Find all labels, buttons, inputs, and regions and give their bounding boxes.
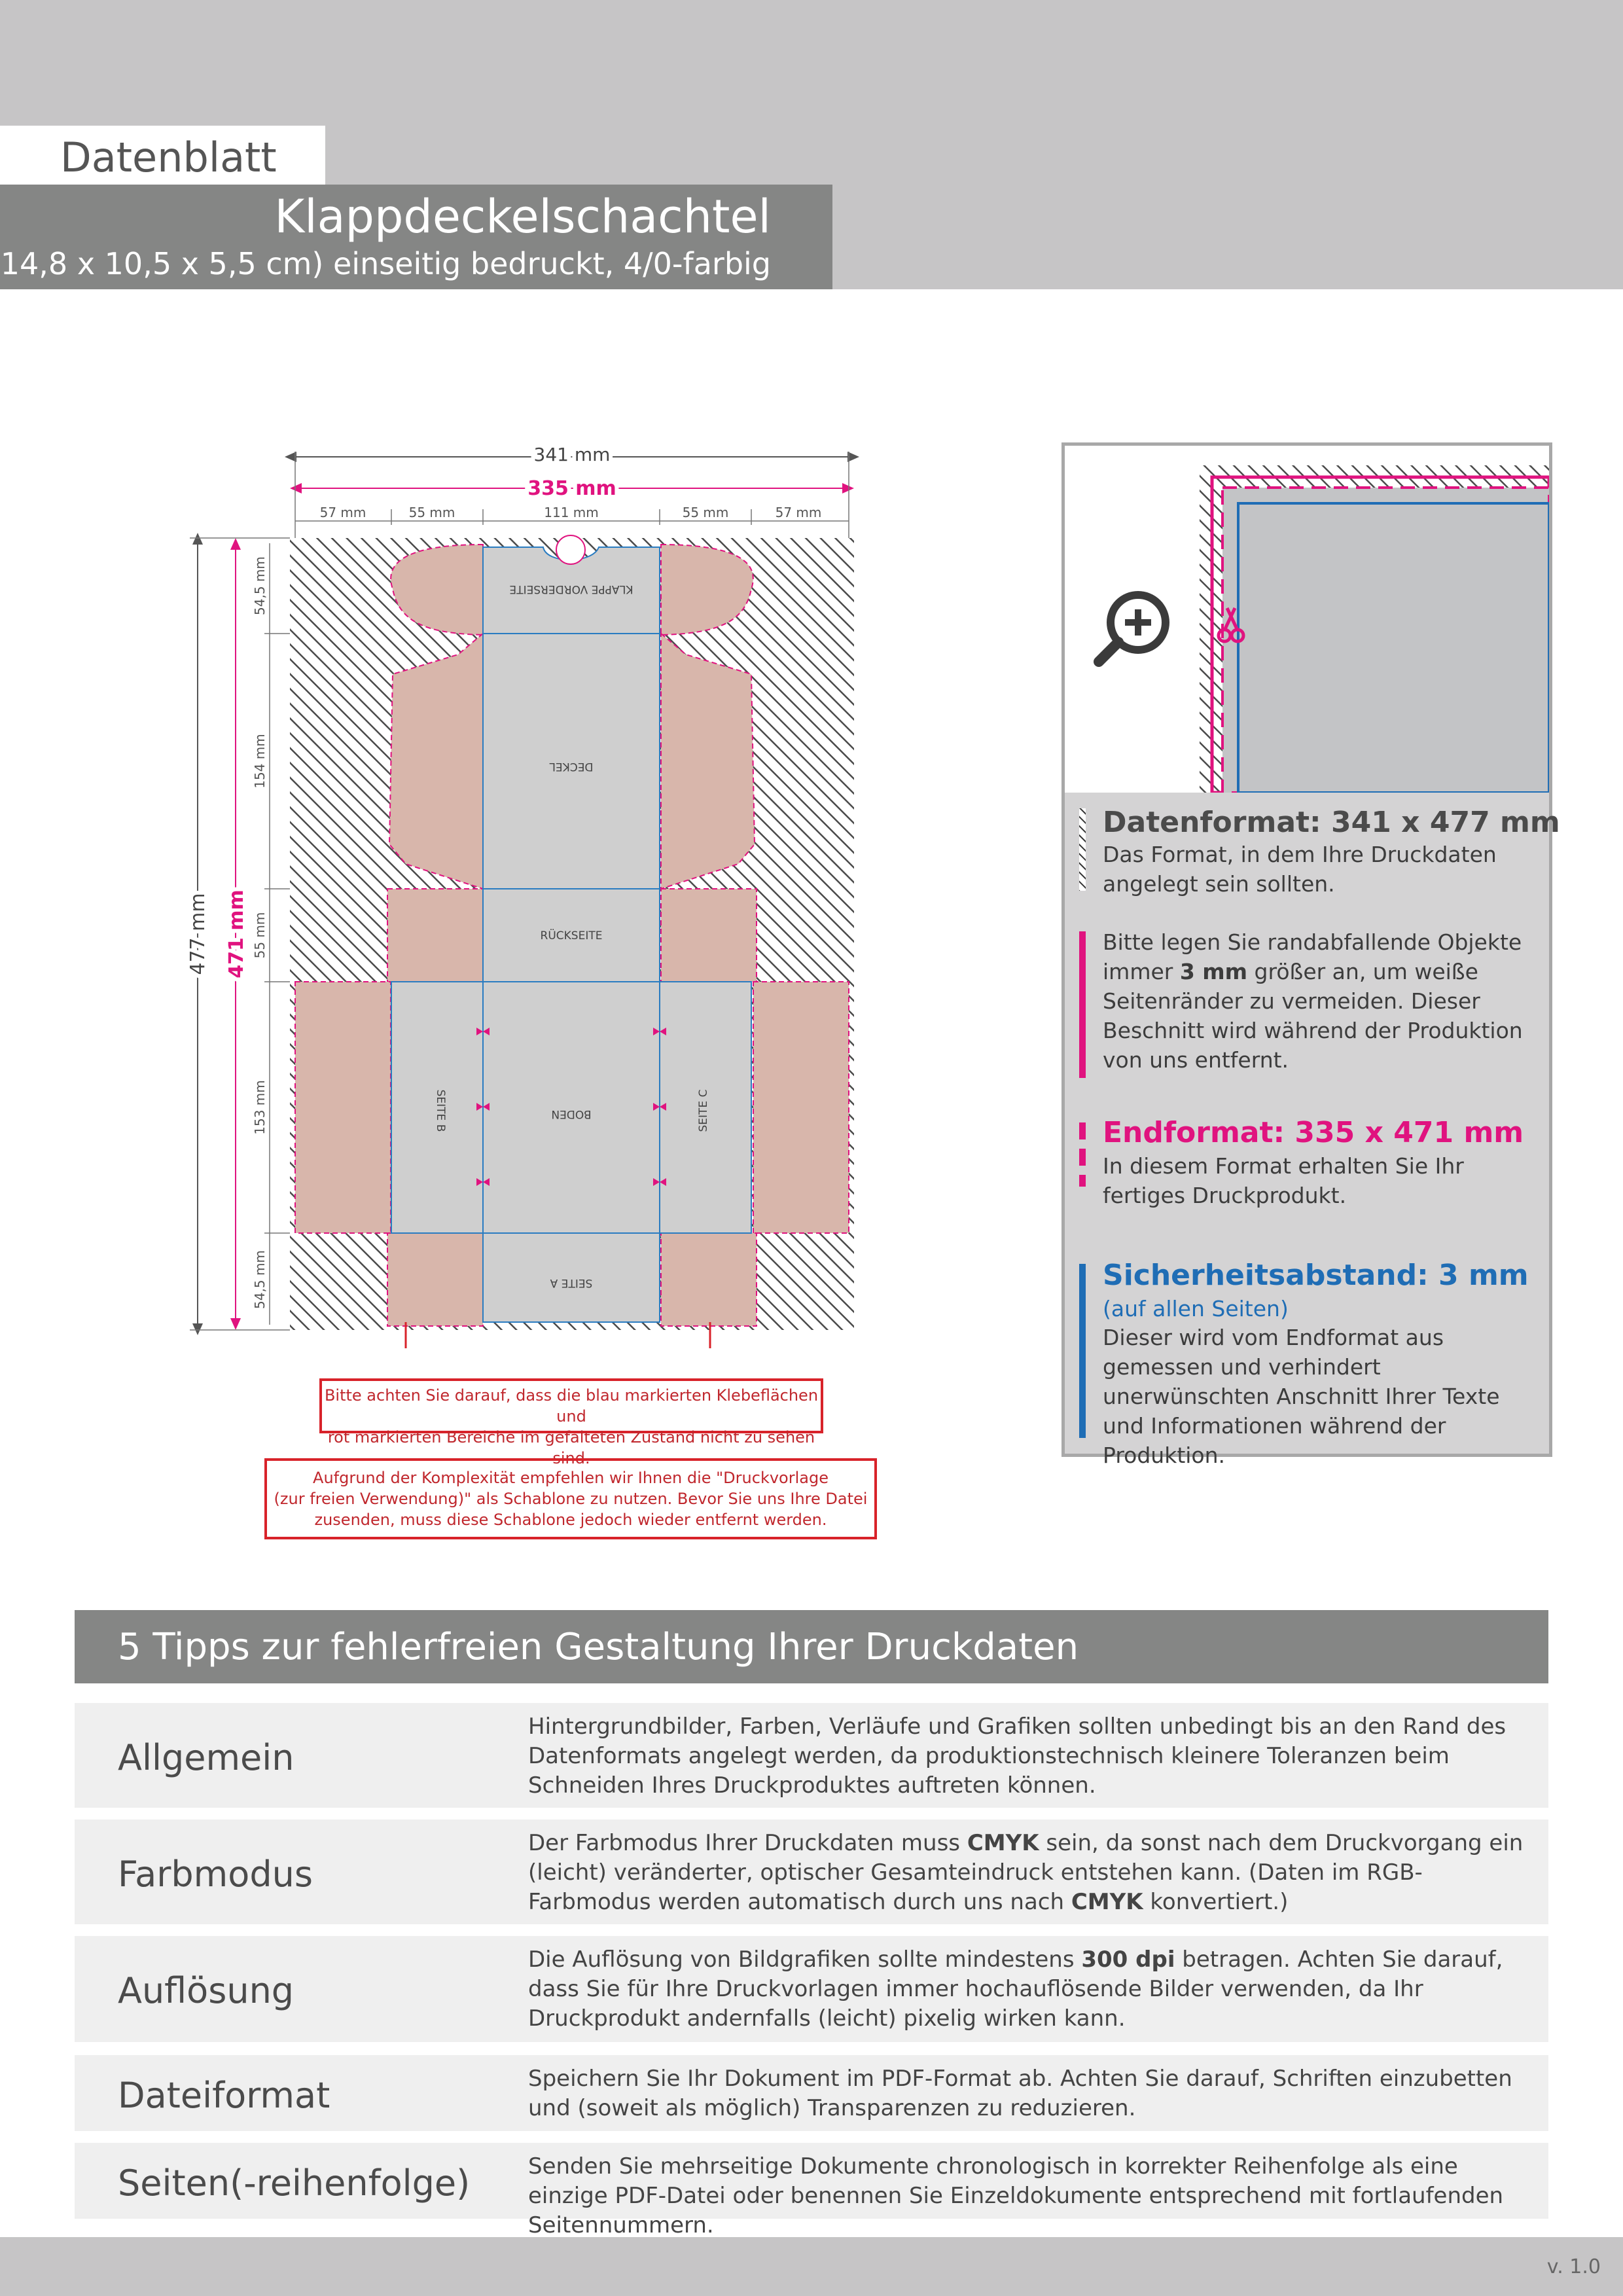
tips-heading-bar: 5 Tipps zur fehlerfreien Gestaltung Ihre… xyxy=(75,1610,1548,1683)
template-note-line-3: zusenden, muss diese Schablone jedoch wi… xyxy=(314,1511,827,1529)
label-side-b: SEITE B xyxy=(434,1090,447,1132)
panel-bottom xyxy=(482,981,660,1234)
hatch-marker-icon xyxy=(1079,808,1086,891)
label-side-a: SEITE A xyxy=(550,1276,592,1289)
tip-row-dateiformat: Dateiformat Speichern Sie Ihr Dokument i… xyxy=(75,2055,1548,2131)
datenformat-title: Datenformat: 341 x 477 mm xyxy=(1103,806,1560,839)
dim-h-5: 54,5 mm xyxy=(252,1250,268,1309)
datasheet-label: Datenblatt xyxy=(60,134,277,181)
label-bottom: BODEN xyxy=(551,1107,591,1121)
panel-lid xyxy=(482,633,660,889)
label-lid: DECKEL xyxy=(549,760,594,773)
template-note: Aufgrund der Komplexität empfehlen wir I… xyxy=(264,1458,877,1539)
glue-note: Bitte achten Sie darauf, dass die blau m… xyxy=(319,1378,823,1467)
tip-label: Seiten(-reihenfolge) xyxy=(118,2162,471,2204)
dim-h-3: 55 mm xyxy=(252,912,268,959)
panel-back xyxy=(482,888,660,982)
dim-w-1: 57 mm xyxy=(320,505,366,520)
format-info-panel: Datenformat: 341 x 477 mm Das Format, in… xyxy=(1061,793,1560,1468)
tip-text-bold: CMYK xyxy=(1071,1889,1143,1915)
tip-text-part: konvertiert.) xyxy=(1143,1889,1289,1915)
tip-row-seitenreihenfolge: Seiten(-reihenfolge) Senden Sie mehrseit… xyxy=(75,2143,1548,2238)
label-flap-front: KLAPPE VORDERSEITE xyxy=(509,583,633,596)
safety-subtitle: (auf allen Seiten) xyxy=(1103,1296,1289,1321)
tips-heading: 5 Tipps zur fehlerfreien Gestaltung Ihre… xyxy=(118,1626,1079,1668)
dieline-diagram: KLAPPE VORDERSEITE DECKEL RÜCKSEITE BODE… xyxy=(183,440,859,1348)
page-subtitle: (14,8 x 10,5 x 5,5 cm) einseitig bedruck… xyxy=(0,246,771,281)
dim-w-3: 111 mm xyxy=(544,505,599,520)
scissors-icon xyxy=(1217,607,1245,643)
tip-text-bold: 300 dpi xyxy=(1081,1946,1175,1973)
template-note-line-1: Aufgrund der Komplexität empfehlen wir I… xyxy=(313,1469,829,1487)
dim-w-2: 55 mm xyxy=(409,505,455,520)
datenformat-text: Das Format, in dem Ihre Druckdaten angel… xyxy=(1103,842,1497,897)
dim-h-1: 54,5 mm xyxy=(252,556,268,615)
safety-title: Sicherheitsabstand: 3 mm xyxy=(1103,1259,1529,1292)
dim-w-5: 57 mm xyxy=(776,505,822,520)
tip-label: Farbmodus xyxy=(118,1854,313,1895)
zoom-detail-graphic xyxy=(1094,465,1551,795)
tip-text: Der Farbmodus Ihrer Druckdaten muss CMYK… xyxy=(528,1829,1536,1917)
safety-bar xyxy=(1079,1264,1086,1438)
label-back: RÜCKSEITE xyxy=(541,928,603,942)
panel-side-b xyxy=(391,981,484,1234)
endformat-text: In diesem Format erhalten Sie Ihr fertig… xyxy=(1103,1153,1464,1208)
finger-notch xyxy=(556,535,586,565)
tip-row-aufloesung: Auflösung Die Auflösung von Bildgrafiken… xyxy=(75,1936,1548,2042)
tip-text-part: betragen. Achten Sie darauf, dass Sie fü… xyxy=(528,1946,1503,2032)
tip-text-part: Der Farbmodus Ihrer Druckdaten muss xyxy=(528,1830,967,1856)
dim-width-total: 341 mm xyxy=(534,444,611,465)
tip-label: Allgemein xyxy=(118,1737,294,1778)
bleed-text-bold: 3 mm xyxy=(1179,959,1248,984)
tip-text: Speichern Sie Ihr Dokument im PDF-Format… xyxy=(528,2066,1512,2121)
datasheet-tab: Datenblatt xyxy=(0,126,325,185)
tip-text-bold: CMYK xyxy=(967,1830,1039,1856)
panel-side-c xyxy=(659,981,752,1234)
dim-height-final: 471 mm xyxy=(225,889,248,978)
bleed-text-part-1: Bitte legen Sie randabfallende Objekte i… xyxy=(1103,929,1522,984)
endformat-bar xyxy=(1079,1122,1086,1187)
bleed-text-part-2: größer an, um weiße Seitenränder zu verm… xyxy=(1103,959,1523,1073)
tip-label: Auflösung xyxy=(118,1970,294,2011)
glue-note-line-1: Bitte achten Sie darauf, dass die blau m… xyxy=(324,1386,819,1426)
dim-height-total: 477 mm xyxy=(187,893,209,975)
endformat-title: Endformat: 335 x 471 mm xyxy=(1103,1116,1524,1149)
glue-note-line-2: rot markierten Bereiche im gefalteten Zu… xyxy=(327,1428,815,1467)
glue-markers xyxy=(476,1028,666,1186)
footer-band: v. 1.0 xyxy=(0,2237,1623,2296)
dim-w-4: 55 mm xyxy=(683,505,729,520)
tip-row-farbmodus: Farbmodus Der Farbmodus Ihrer Druckdaten… xyxy=(75,1820,1548,1924)
zoom-detail-box xyxy=(1061,442,1552,796)
dim-width-final: 335 mm xyxy=(527,477,616,500)
tip-text-part: sein, da sonst nach dem Druckvorgang ein… xyxy=(528,1830,1524,1915)
magnifier-icon xyxy=(1094,591,1169,667)
tip-text: Hintergrundbilder, Farben, Verläufe und … xyxy=(528,1713,1507,1799)
box-panels xyxy=(391,547,752,1323)
bleed-text: Bitte legen Sie randabfallende Objekte i… xyxy=(1103,927,1541,1075)
tip-text: Die Auflösung von Bildgrafiken sollte mi… xyxy=(528,1945,1536,2034)
dim-h-4: 153 mm xyxy=(252,1080,268,1135)
panel-side-a xyxy=(482,1232,660,1323)
tip-text: Senden Sie mehrseitige Dokumente chronol… xyxy=(528,2153,1504,2238)
tip-label: Dateiformat xyxy=(118,2075,330,2116)
label-side-c: SEITE C xyxy=(697,1090,710,1132)
bleed-bar xyxy=(1079,931,1086,1078)
page-title: Klappdeckelschachtel xyxy=(274,190,771,243)
safety-text: Dieser wird vom Endformat aus gemessen u… xyxy=(1103,1325,1500,1468)
template-note-line-2: (zur freien Verwendung)" als Schablone z… xyxy=(274,1490,868,1508)
dim-h-2: 154 mm xyxy=(252,734,268,789)
tip-row-allgemein: Allgemein Hintergrundbilder, Farben, Ver… xyxy=(75,1703,1548,1808)
title-block: Klappdeckelschachtel (14,8 x 10,5 x 5,5 … xyxy=(0,185,832,289)
tip-text-part: Die Auflösung von Bildgrafiken sollte mi… xyxy=(528,1946,1082,1973)
version-label: v. 1.0 xyxy=(1546,2255,1601,2278)
